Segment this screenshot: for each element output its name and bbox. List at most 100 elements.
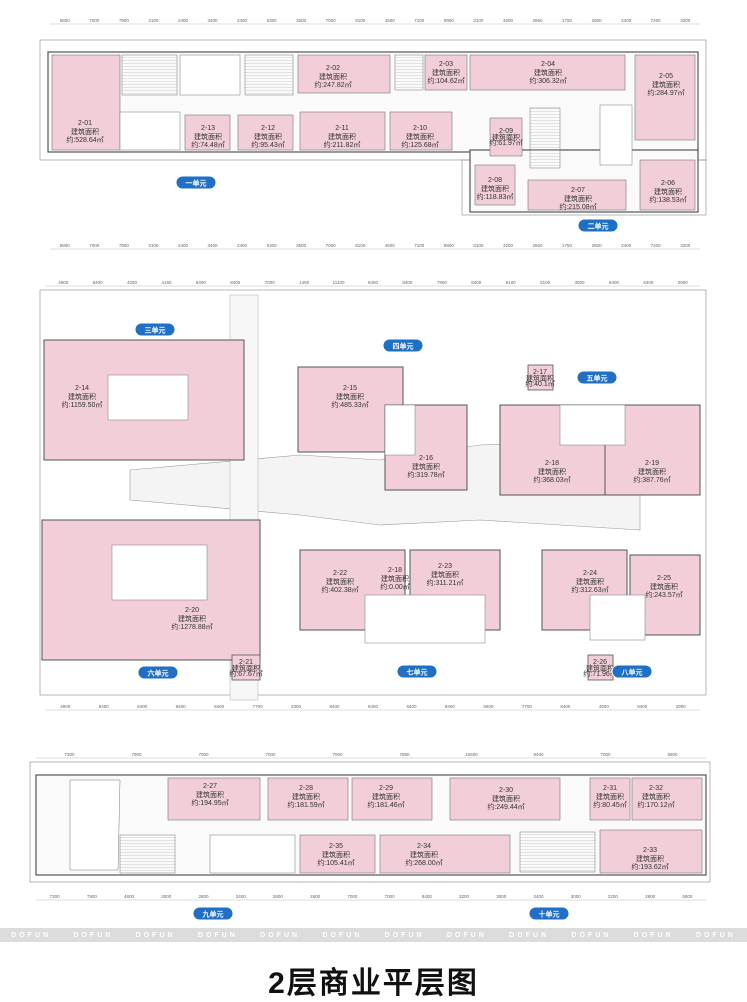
unit-id-label: 2-12 [261,125,275,132]
badge-pill [382,338,424,353]
unit-area-value: 约:61.97㎡ [489,138,522,147]
unit-area-caption: 建筑面积 [406,132,434,141]
dimension-value: 2600 [310,894,321,899]
dimension-value: 8400 [368,704,379,709]
unit-area-caption: 建筑面积 [534,68,562,77]
dimension-value: 3500 [296,243,307,248]
dimension-value: 2650 [532,18,543,23]
unit-area-caption: 建筑面积 [196,790,224,799]
unit-id-label: 2-11 [335,125,349,132]
unit-area-caption: 建筑面积 [564,194,592,203]
dimension-value: 10500 [465,752,478,757]
unit-area-caption: 建筑面积 [232,664,260,673]
unit-id-label: 2-22 [333,570,347,577]
unit-area-value: 约:74.48㎡ [191,140,224,149]
dimension-value: 9400 [214,704,225,709]
dimension-value: 7100 [414,243,425,248]
brand-word: DOFUN [509,931,550,939]
dimension-value: 7000 [89,243,100,248]
unit-area-value: 约:306.32㎡ [529,76,566,85]
dimension-value: 5300 [267,243,278,248]
dimension-value: 3000 [571,894,582,899]
unit-area-value: 约:138.53㎡ [649,195,686,204]
dimension-value: 7000 [600,752,611,757]
unit-id-label: 2-28 [299,785,313,792]
unit-badge: 八单元 [611,664,653,679]
unit-id-label: 2-01 [78,120,92,127]
unit-id-label: 2-10 [413,125,427,132]
dimension-value: 8400 [560,704,571,709]
unit-id-label: 2-23 [438,563,452,570]
unit-area-value: 约:181.59㎡ [287,800,324,809]
unit-area-value: 约:193.62㎡ [631,862,668,871]
dimension-value: 2400 [178,243,189,248]
unit-badge: 九单元 [192,906,234,921]
dimension-value: 3400 [207,243,218,248]
badge-label: 九单元 [202,910,224,919]
unit-area-caption: 建筑面积 [292,792,320,801]
dimension-value: 4500 [599,704,610,709]
dimension-value: 8400 [196,280,207,285]
dimension-value: 8100 [355,243,366,248]
dimension-value: 3100 [473,18,484,23]
dimension-value: 3100 [473,243,484,248]
unit-badge: 六单元 [137,665,179,680]
unit-area-value: 约:1159.50㎡ [62,400,103,409]
unit-area-value: 约:284.97㎡ [647,88,684,97]
unit-area-value: 约:170.12㎡ [637,800,674,809]
dimension-value: 3000 [496,894,507,899]
dimension-value: 7700 [253,704,264,709]
dimension-value: 7900 [437,280,448,285]
dimension-value: 8900 [444,18,455,23]
dimension-value: 2900 [676,704,687,709]
unit-area-value: 约:95.43㎡ [251,140,284,149]
unit-area-value: 约:1278.88㎡ [171,622,212,631]
badge-label: 三单元 [145,326,166,335]
unit-area-caption: 建筑面积 [336,392,364,401]
dimension-value: 8400 [230,280,241,285]
dimension-value: 3500 [296,18,307,23]
dimension-value: 3200 [680,18,691,23]
unit-id-label: 2-33 [643,847,657,854]
dimension-value: 2900 [678,280,689,285]
brand-word: DOFUN [135,931,176,939]
dimension-value: 8400 [406,704,417,709]
unit-area-value: 约:402.38㎡ [321,585,358,594]
unit-id-label: 2-17 [533,369,547,376]
badge-pill [528,906,570,921]
dimension-value: 3000 [161,894,172,899]
dimension-value: 8400 [643,280,654,285]
dimension-value: 3400 [207,18,218,23]
dimension-value: 7000 [332,752,343,757]
unit-area-value: 约:71.96㎡ [583,669,616,678]
unit-id-label: 2-06 [661,180,675,187]
unit-area-caption: 建筑面积 [71,127,99,136]
dimension-value: 7000 [347,894,358,899]
unit-area-value: 约:243.57㎡ [645,590,682,599]
dimension-value: 7700 [522,704,533,709]
unit-2-02 [297,54,391,94]
unit-area-value: 约:311.21㎡ [427,578,464,587]
unit-area-value: 约:215.08㎡ [559,202,596,211]
unit-area-caption: 建筑面积 [412,462,440,471]
unit-area-caption: 建筑面积 [650,582,678,591]
unit-2-11 [299,111,386,151]
unit-area-value: 约:105.41㎡ [317,858,354,867]
unit-area-caption: 建筑面积 [576,577,604,586]
unit-2-35 [299,834,376,874]
unit-2-10 [389,111,453,151]
dimension-value: 8400 [422,894,433,899]
dimension-value: 3200 [608,894,619,899]
unit-2-07 [527,179,627,211]
dimension-value: 7300 [64,752,75,757]
unit-badges: 一单元二单元三单元四单元五单元六单元七单元八单元九单元十单元 [134,175,653,921]
dimension-value: 1450 [299,280,310,285]
unit-badge: 二单元 [577,218,619,233]
unit-area-caption: 建筑面积 [381,574,409,583]
unit-area-value: 约:247.82㎡ [314,80,351,89]
dimension-value: 3000 [575,280,586,285]
unit-area-value: 约:387.76㎡ [633,475,670,484]
badge-label: 八单元 [621,668,643,677]
dimension-value: 7100 [414,18,425,23]
